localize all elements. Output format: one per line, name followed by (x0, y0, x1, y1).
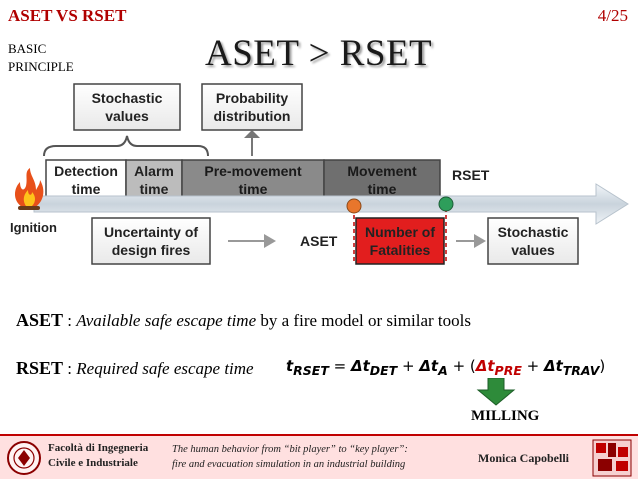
aset-rest: by a fire model or similar tools (256, 311, 471, 330)
rset-definition: RSET : Required safe escape time (16, 358, 254, 379)
stochastic-output-line2: values (511, 242, 555, 258)
stochastic-output-line1: Stochastic (498, 224, 569, 240)
fatalities-box: Number of Fatalities (355, 217, 445, 265)
time-axis-arrow (33, 183, 629, 225)
fatalities-line1: Number of (365, 224, 435, 240)
header-title: ASET VS RSET (8, 6, 127, 25)
formula-plus1: + (397, 357, 420, 375)
rset-dot (438, 196, 454, 212)
down-arrow-icon (476, 378, 516, 406)
phase-alarm: Alarm time (125, 159, 183, 203)
footer (0, 436, 638, 479)
phase-movement: Movement time (323, 159, 441, 203)
formula-eq: = (328, 357, 351, 375)
aset-key: ASET (16, 310, 64, 330)
aset-definition: ASET : Available safe escape time by a f… (16, 310, 471, 331)
right-arrow-icon-2 (456, 234, 486, 248)
rset-sep: : (63, 359, 77, 378)
stochastic-output-box: Stochastic values (487, 217, 579, 265)
author-name: Monica Capobelli (478, 451, 570, 465)
uncertainty-line1: Uncertainty of (104, 224, 198, 240)
aset-italic: Available safe escape time (76, 311, 257, 330)
rset-italic: Required safe escape time (76, 359, 254, 378)
stochastic-values-line1: Stochastic (92, 90, 163, 106)
up-arrow-icon (244, 130, 260, 156)
uncertainty-box: Uncertainty of design fires (91, 217, 211, 265)
formula-plus3: + (521, 357, 544, 375)
aset-dot (346, 198, 362, 214)
university-seal-icon (7, 441, 41, 475)
formula-d4-sub: TRAV (562, 363, 600, 378)
faculty-name: Facoltà di Ingegneria Civile e Industria… (48, 441, 148, 471)
phase-alarm-line1: Alarm (134, 163, 174, 179)
rset-label: RSET (452, 167, 490, 183)
phase-alarm-line2: time (140, 181, 169, 197)
formula-d3-sub: PRE (494, 363, 522, 378)
slide-number: 4/25 (597, 6, 628, 25)
formula-plus2: + ( (447, 357, 476, 375)
right-arrow-icon (228, 234, 276, 248)
rset-key: RSET (16, 358, 64, 378)
subtitle-line-1: BASIC (8, 41, 47, 56)
fatalities-line2: Fatalities (370, 242, 431, 258)
milling-label: MILLING (471, 408, 540, 424)
formula-lhs-sub: RSET (293, 363, 329, 378)
formula-d2-sub: A (438, 363, 448, 378)
probability-line1: Probability (216, 90, 289, 106)
formula-close: ) (599, 357, 606, 375)
faculty-line-1: Facoltà di Ingegneria (48, 442, 149, 454)
formula-d2: Δt (419, 357, 439, 375)
stochastic-values-box: Stochastic values (73, 83, 181, 131)
probability-line2: distribution (214, 108, 291, 124)
fire-icon (15, 168, 44, 210)
aset-sep: : (63, 311, 77, 330)
phase-premovement: Pre-movement time (181, 159, 325, 203)
phase-movement-line2: time (368, 181, 397, 197)
faculty-line-2: Civile e Industriale (48, 457, 138, 469)
aset-rset-diagram: Stochastic values Probability distributi… (10, 83, 629, 265)
phase-premovement-line1: Pre-movement (204, 163, 302, 179)
uncertainty-line2: design fires (112, 242, 191, 258)
formula-d1-sub: DET (369, 363, 398, 378)
ignition-label: Ignition (10, 220, 57, 235)
logo-icon (592, 439, 632, 477)
probability-distribution-box: Probability distribution (201, 83, 303, 131)
talk-title: The human behavior from “bit player” to … (172, 442, 462, 472)
formula-d4: Δt (543, 357, 563, 375)
section-subtitle: BASIC PRINCIPLE (8, 40, 74, 76)
main-title: ASET > RSET (205, 33, 433, 74)
phase-detection-line1: Detection (54, 163, 118, 179)
subtitle-line-2: PRINCIPLE (8, 59, 74, 74)
footer-band (0, 434, 638, 436)
formula-lhs: t (286, 357, 294, 375)
curly-brace (43, 135, 209, 157)
phase-detection-line2: time (72, 181, 101, 197)
talk-line-1: The human behavior from “bit player” to … (172, 444, 408, 455)
formula-d1: Δt (350, 357, 370, 375)
phase-movement-line1: Movement (347, 163, 417, 179)
talk-line-2: fire and evacuation simulation in an ind… (172, 459, 406, 470)
aset-label: ASET (300, 233, 338, 249)
phase-premovement-line2: time (239, 181, 268, 197)
formula-d3: Δt (475, 357, 495, 375)
stochastic-values-line2: values (105, 108, 149, 124)
rset-formula: tRSET = ΔtDET + ΔtA + (ΔtPRE + ΔtTRAV) (286, 357, 605, 378)
